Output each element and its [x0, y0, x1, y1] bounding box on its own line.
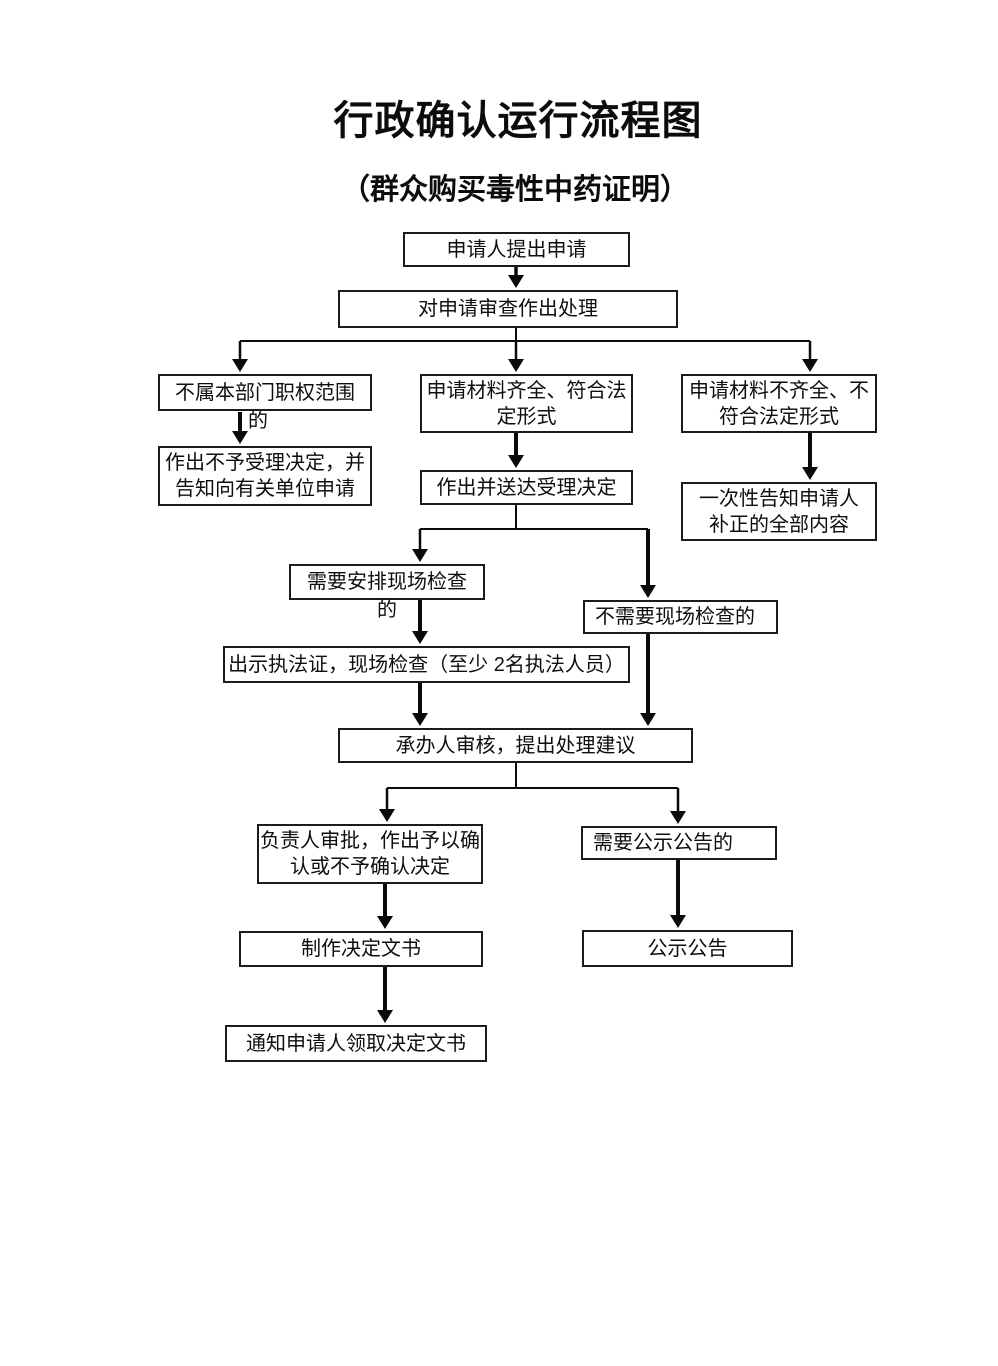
arrowhead-down — [508, 359, 524, 372]
arrowhead-down — [508, 455, 524, 468]
flow-node-label: 申请材料齐全、符合法 定形式 — [426, 379, 627, 428]
arrowhead-down — [412, 631, 428, 644]
flow-node-leader-approval: 负责人审批，作出予以确 认或不予确认决定 — [257, 824, 483, 884]
flow-node-label: 对申请审查作出处理 — [418, 298, 598, 320]
arrowhead-down — [670, 811, 686, 824]
arrowhead-down — [508, 275, 524, 288]
flow-node-label: 通知申请人领取决定文书 — [246, 1032, 466, 1055]
arrowhead-down — [377, 1010, 393, 1023]
arrowhead-down — [379, 809, 395, 822]
flow-node-label: 申请材料不齐全、不 符合法定形式 — [689, 379, 869, 428]
flow-node-label: 不属本部门职权范围 — [175, 381, 355, 404]
arrowhead-down — [412, 713, 428, 726]
flow-node-handler-review: 承办人审核，提出处理建议 — [338, 728, 693, 763]
arrowhead-down — [640, 585, 656, 598]
flow-node-materials-incomplete: 申请材料不齐全、不 符合法定形式 — [681, 374, 877, 433]
flow-node-overflow-char: 的 — [377, 599, 397, 621]
flow-node-notify-applicant: 通知申请人领取决定文书 — [225, 1025, 487, 1062]
arrowhead-down — [640, 713, 656, 726]
flow-node-review-application: 对申请审查作出处理 — [338, 290, 678, 328]
arrowhead-down — [802, 467, 818, 480]
flow-node-label: 一次性告知申请人 补正的全部内容 — [699, 487, 859, 536]
flow-node-make-decision-doc: 制作决定文书 — [239, 931, 483, 967]
flow-node-deliver-acceptance: 作出并送达受理决定 — [420, 470, 633, 505]
flow-node-need-site-inspection: 需要安排现场检查 — [289, 564, 485, 600]
arrowhead-down — [412, 549, 428, 562]
flow-node-applicant-submit: 申请人提出申请 — [403, 232, 630, 267]
flow-node-label: 承办人审核，提出处理建议 — [395, 734, 636, 757]
flow-node-reject-and-inform: 作出不予受理决定，并 告知向有关单位申请 — [158, 446, 372, 506]
flow-node-overflow-char: 的 — [248, 410, 268, 432]
flow-node-need-publicity: 需要公示公告的 — [581, 826, 777, 860]
flow-node-label: 负责人审批，作出予以确 认或不予确认决定 — [260, 830, 480, 878]
flow-node-one-time-notice: 一次性告知申请人 补正的全部内容 — [681, 482, 877, 541]
flow-node-label: 申请人提出申请 — [446, 238, 587, 261]
flow-node-label: 公示公告 — [647, 937, 728, 960]
arrowhead-down — [377, 916, 393, 929]
flow-node-publicity-notice: 公示公告 — [582, 930, 793, 967]
flow-node-materials-complete: 申请材料齐全、符合法 定形式 — [420, 374, 633, 433]
flow-node-label: 作出并送达受理决定 — [436, 476, 617, 499]
arrowhead-down — [670, 915, 686, 928]
arrowhead-down — [232, 359, 248, 372]
flow-node-label: 作出不予受理决定，并 告知向有关单位申请 — [165, 452, 365, 500]
arrowhead-down — [232, 431, 248, 444]
page-subtitle: （群众购买毒性中药证明） — [340, 174, 690, 206]
flow-node-label: 需要公示公告的 — [593, 832, 733, 854]
flow-node-show-enforcement-id: 出示执法证，现场检查（至少 2名执法人员） — [223, 646, 630, 683]
arrowhead-down — [802, 359, 818, 372]
page-title: 行政确认运行流程图 — [333, 99, 703, 143]
flow-node-no-site-inspection: 不需要现场检查的 — [583, 600, 778, 634]
flow-node-not-in-authority: 不属本部门职权范围 — [158, 374, 372, 411]
flow-node-label: 制作决定文书 — [301, 938, 421, 960]
flow-node-label: 不需要现场检查的 — [595, 606, 755, 628]
flow-node-label: 需要安排现场检查 — [307, 571, 467, 593]
flow-node-label: 出示执法证，现场检查（至少 2名执法人员） — [228, 653, 625, 676]
